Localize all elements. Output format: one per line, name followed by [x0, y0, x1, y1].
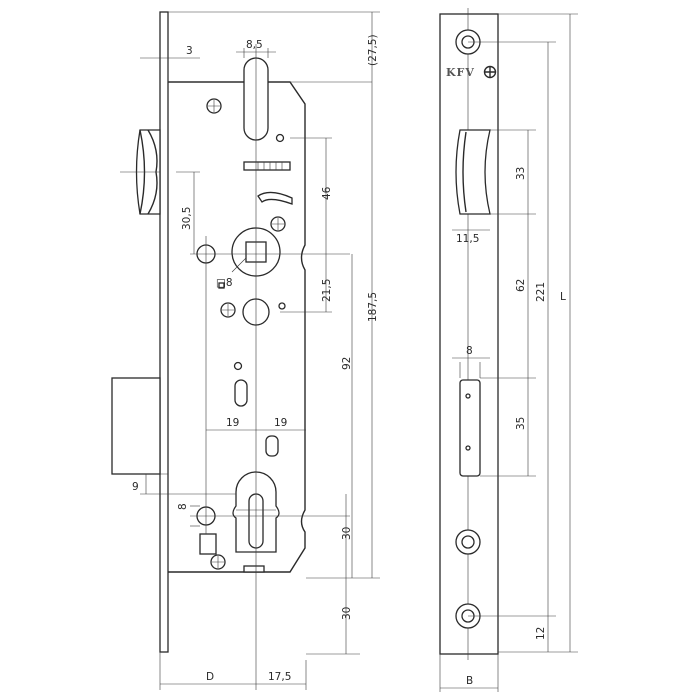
- faceplate-outline: [439, 13, 499, 655]
- dim-17-5: 17,5: [268, 671, 291, 683]
- dim-30-lower: 30: [341, 607, 353, 620]
- brand-logo: KFV: [446, 66, 475, 79]
- screw-3: [220, 302, 236, 318]
- dim-187-5: 187,5: [367, 292, 379, 322]
- dim-92: 92: [341, 357, 353, 370]
- dim-19-right: 19: [274, 417, 287, 429]
- dim-62: 62: [515, 279, 527, 292]
- screw-2: [270, 216, 286, 232]
- dim-27-5: (27,5): [367, 34, 379, 66]
- bolt-opening: [459, 379, 481, 477]
- faceplate-screw-mid: [455, 529, 481, 555]
- left-dimensions: 3 8,5 (27,5) 46 30,5 □8 21,5 187,5 92 1: [132, 11, 380, 690]
- mid-slot: [234, 379, 248, 407]
- dead-bolt: [111, 377, 161, 475]
- right-dimensions: 33 11,5 62 221 L 8 35 12 B: [439, 13, 578, 692]
- dim-30-upper: 30: [341, 527, 353, 540]
- latch-opening: [455, 129, 491, 215]
- screw-4: [210, 554, 226, 570]
- dim-35: 35: [515, 417, 527, 430]
- screw-1: [206, 98, 222, 114]
- dim-8-lower: 8: [177, 503, 189, 510]
- faceplate-view: KFV: [439, 8, 499, 660]
- dim-21-5: 21,5: [321, 279, 333, 302]
- brand-cross-icon: [483, 65, 497, 79]
- dim-L: L: [560, 291, 566, 303]
- lock-case: [168, 81, 306, 573]
- dim-33: 33: [515, 167, 527, 180]
- dim-11-5: 11,5: [456, 233, 479, 245]
- curved-lever: [257, 191, 293, 205]
- dim-9: 9: [132, 481, 139, 493]
- dim-B: B: [466, 675, 473, 687]
- dim-D: D: [206, 671, 214, 683]
- front-plate-side: [159, 11, 169, 653]
- dim-12: 12: [535, 627, 547, 640]
- dim-8-5: 8,5: [246, 39, 263, 51]
- dim-square-8: □8: [216, 277, 233, 289]
- dim-19-left: 19: [226, 417, 239, 429]
- dim-3: 3: [186, 45, 193, 57]
- lever-bar: [243, 161, 291, 171]
- dim-30-5: 30,5: [181, 207, 193, 230]
- dim-8-plate: 8: [466, 345, 473, 357]
- dim-221: 221: [535, 282, 547, 302]
- dim-46: 46: [321, 186, 333, 200]
- lock-body-view: [111, 11, 372, 690]
